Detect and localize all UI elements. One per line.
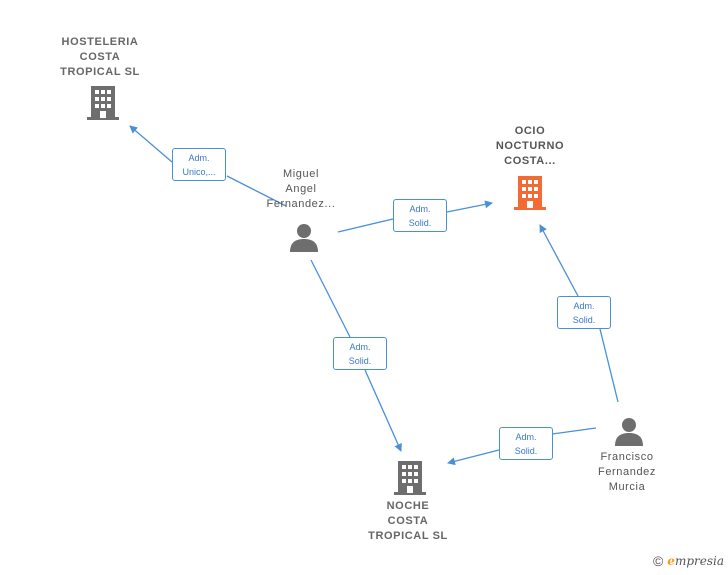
building-icon-highlight[interactable] <box>514 176 546 210</box>
edge-line <box>544 427 597 436</box>
footer-brand: © empresia <box>653 553 724 569</box>
edge-label: Adm. Solid. <box>499 427 553 460</box>
person-icon[interactable] <box>289 222 319 252</box>
person-icon[interactable] <box>614 416 644 446</box>
edge-line <box>226 175 287 207</box>
edge-line <box>599 328 619 403</box>
node-label-hosteleria[interactable]: HOSTELERIA COSTA TROPICAL SL <box>60 36 140 78</box>
node-label-noche[interactable]: NOCHE COSTA TROPICAL SL <box>368 500 448 542</box>
brand-logo-text: mpresia <box>674 554 724 568</box>
edge-label: Adm. Unico,... <box>172 148 226 181</box>
edge-label: Adm. Solid. <box>333 337 387 370</box>
edge-line <box>539 224 579 297</box>
edge-label: Adm. Solid. <box>393 199 447 232</box>
edge-label: Adm. Solid. <box>557 296 611 329</box>
node-label-francisco[interactable]: Francisco Fernandez Murcia <box>598 451 656 493</box>
building-icon[interactable] <box>394 461 426 495</box>
brand-logo[interactable]: empresia <box>667 554 724 568</box>
brand-logo-e: e <box>667 554 675 568</box>
building-icon[interactable] <box>87 86 119 120</box>
edge-line <box>447 449 500 466</box>
copyright-symbol: © <box>652 553 664 569</box>
edge-line <box>364 369 402 452</box>
edge-line <box>446 200 493 213</box>
edge-line <box>129 125 173 163</box>
edges-layer <box>129 125 619 466</box>
node-label-miguel[interactable]: Miguel Angel Fernandez... <box>266 168 336 210</box>
node-label-ocio[interactable]: OCIO NOCTURNO COSTA... <box>495 125 565 167</box>
edge-line <box>310 259 351 338</box>
edge-line <box>337 218 394 233</box>
